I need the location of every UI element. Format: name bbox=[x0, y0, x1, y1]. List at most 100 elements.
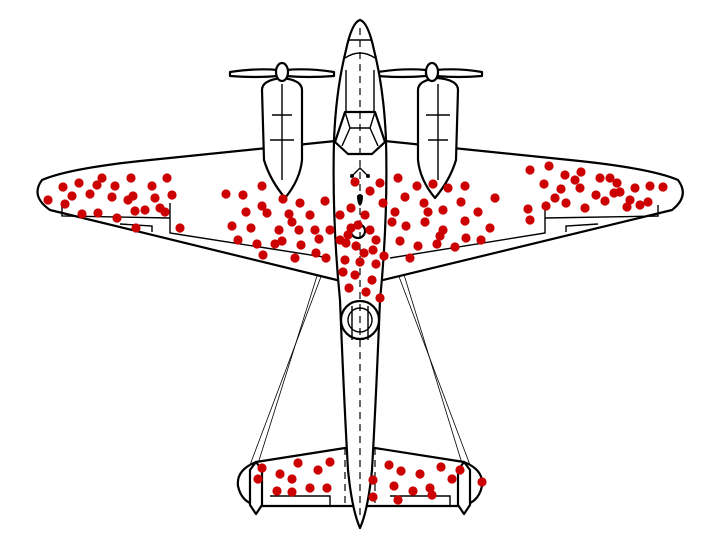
bullet-hole-marker bbox=[295, 198, 305, 208]
bullet-hole-marker bbox=[405, 253, 415, 263]
bullet-hole-marker bbox=[375, 293, 385, 303]
bullet-hole-marker bbox=[368, 245, 378, 255]
bullet-hole-marker bbox=[321, 253, 331, 263]
bullet-hole-marker bbox=[246, 223, 256, 233]
bullet-hole-marker bbox=[287, 217, 297, 227]
bullet-hole-marker bbox=[43, 195, 53, 205]
bullet-hole-marker bbox=[252, 239, 262, 249]
bullet-hole-marker bbox=[408, 486, 418, 496]
bullet-hole-marker bbox=[361, 287, 371, 297]
bullet-hole-marker bbox=[344, 283, 354, 293]
bullet-hole-marker bbox=[359, 248, 369, 258]
bullet-hole-marker bbox=[427, 490, 437, 500]
bullet-hole-marker bbox=[350, 177, 360, 187]
bullet-hole-marker bbox=[525, 215, 535, 225]
bullet-hole-marker bbox=[92, 180, 102, 190]
wing-control-surfaces bbox=[61, 203, 659, 259]
bullet-hole-marker bbox=[58, 182, 68, 192]
bullet-hole-marker bbox=[150, 193, 160, 203]
bullet-hole-marker bbox=[625, 195, 635, 205]
damage-region-right-tail bbox=[368, 460, 487, 505]
bullet-hole-marker bbox=[126, 173, 136, 183]
bullet-hole-marker bbox=[167, 190, 177, 200]
bullet-hole-marker bbox=[460, 216, 470, 226]
bullet-hole-marker bbox=[147, 181, 157, 191]
damage-region-left-tail bbox=[253, 457, 335, 497]
bullet-hole-marker bbox=[476, 235, 486, 245]
bullet-hole-marker bbox=[270, 239, 280, 249]
bullet-hole-marker bbox=[290, 253, 300, 263]
bullet-hole-marker bbox=[560, 170, 570, 180]
bullet-hole-marker bbox=[350, 270, 360, 280]
bullet-hole-marker bbox=[580, 203, 590, 213]
bullet-hole-marker bbox=[325, 225, 335, 235]
bullet-hole-marker bbox=[305, 483, 315, 493]
bullet-hole-marker bbox=[221, 189, 231, 199]
bullet-hole-marker bbox=[591, 190, 601, 200]
bullet-hole-marker bbox=[175, 223, 185, 233]
bullet-hole-marker bbox=[658, 182, 668, 192]
bullet-hole-marker bbox=[365, 186, 375, 196]
bullet-hole-marker bbox=[419, 198, 429, 208]
bullet-hole-marker bbox=[570, 175, 580, 185]
bullet-hole-marker bbox=[576, 167, 586, 177]
bullet-hole-marker bbox=[353, 220, 363, 230]
bullet-hole-marker bbox=[340, 255, 350, 265]
bullet-hole-marker bbox=[438, 205, 448, 215]
bullet-hole-marker bbox=[278, 194, 288, 204]
bullet-hole-marker bbox=[322, 483, 332, 493]
bullet-hole-marker bbox=[97, 173, 107, 183]
bullet-hole-marker bbox=[375, 178, 385, 188]
bullet-hole-marker bbox=[346, 223, 356, 233]
left-propeller bbox=[228, 61, 336, 83]
bullet-hole-marker bbox=[123, 195, 133, 205]
bullet-hole-marker bbox=[412, 181, 422, 191]
bullet-hole-marker bbox=[110, 181, 120, 191]
bullet-hole-markers bbox=[43, 161, 668, 505]
bullet-hole-marker bbox=[343, 230, 353, 240]
bullet-hole-marker bbox=[378, 198, 388, 208]
bullet-hole-marker bbox=[396, 466, 406, 476]
bullet-hole-marker bbox=[387, 217, 397, 227]
damage-region-left-wing-tip bbox=[43, 173, 185, 233]
bullet-hole-marker bbox=[485, 223, 495, 233]
bullet-hole-marker bbox=[550, 193, 560, 203]
bullet-hole-marker bbox=[490, 193, 500, 203]
bullet-hole-marker bbox=[107, 192, 117, 202]
bullet-hole-marker bbox=[130, 206, 140, 216]
bullet-hole-marker bbox=[612, 178, 622, 188]
bullet-hole-marker bbox=[335, 210, 345, 220]
bullet-hole-marker bbox=[395, 236, 405, 246]
bullet-hole-marker bbox=[432, 239, 442, 249]
bullet-hole-marker bbox=[275, 469, 285, 479]
bullet-hole-marker bbox=[523, 204, 533, 214]
bullet-hole-marker bbox=[310, 225, 320, 235]
bullet-hole-marker bbox=[293, 458, 303, 468]
bullet-hole-marker bbox=[314, 234, 324, 244]
bullet-hole-marker bbox=[367, 275, 377, 285]
bullet-hole-marker bbox=[346, 203, 356, 213]
bullet-hole-marker bbox=[456, 197, 466, 207]
bullet-hole-marker bbox=[320, 196, 330, 206]
cockpit-canopy bbox=[333, 110, 387, 156]
bullet-hole-marker bbox=[600, 196, 610, 206]
right-tail-fin bbox=[456, 460, 472, 516]
bullet-hole-marker bbox=[368, 475, 378, 485]
bullet-hole-marker bbox=[539, 179, 549, 189]
bullet-hole-marker bbox=[365, 225, 375, 235]
bullet-hole-marker bbox=[643, 197, 653, 207]
bullet-hole-marker bbox=[413, 241, 423, 251]
bullet-hole-marker bbox=[287, 487, 297, 497]
bullet-hole-marker bbox=[605, 173, 615, 183]
bullet-hole-marker bbox=[305, 210, 315, 220]
bullet-hole-marker bbox=[85, 189, 95, 199]
bullet-hole-marker bbox=[272, 486, 282, 496]
bullet-hole-marker bbox=[393, 495, 403, 505]
bullet-hole-marker bbox=[341, 238, 351, 248]
bullet-hole-marker bbox=[379, 251, 389, 261]
bullet-hole-marker bbox=[294, 225, 304, 235]
bullet-hole-marker bbox=[473, 207, 483, 217]
bullet-hole-marker bbox=[313, 465, 323, 475]
bullet-hole-marker bbox=[420, 217, 430, 227]
bullet-hole-marker bbox=[233, 235, 243, 245]
